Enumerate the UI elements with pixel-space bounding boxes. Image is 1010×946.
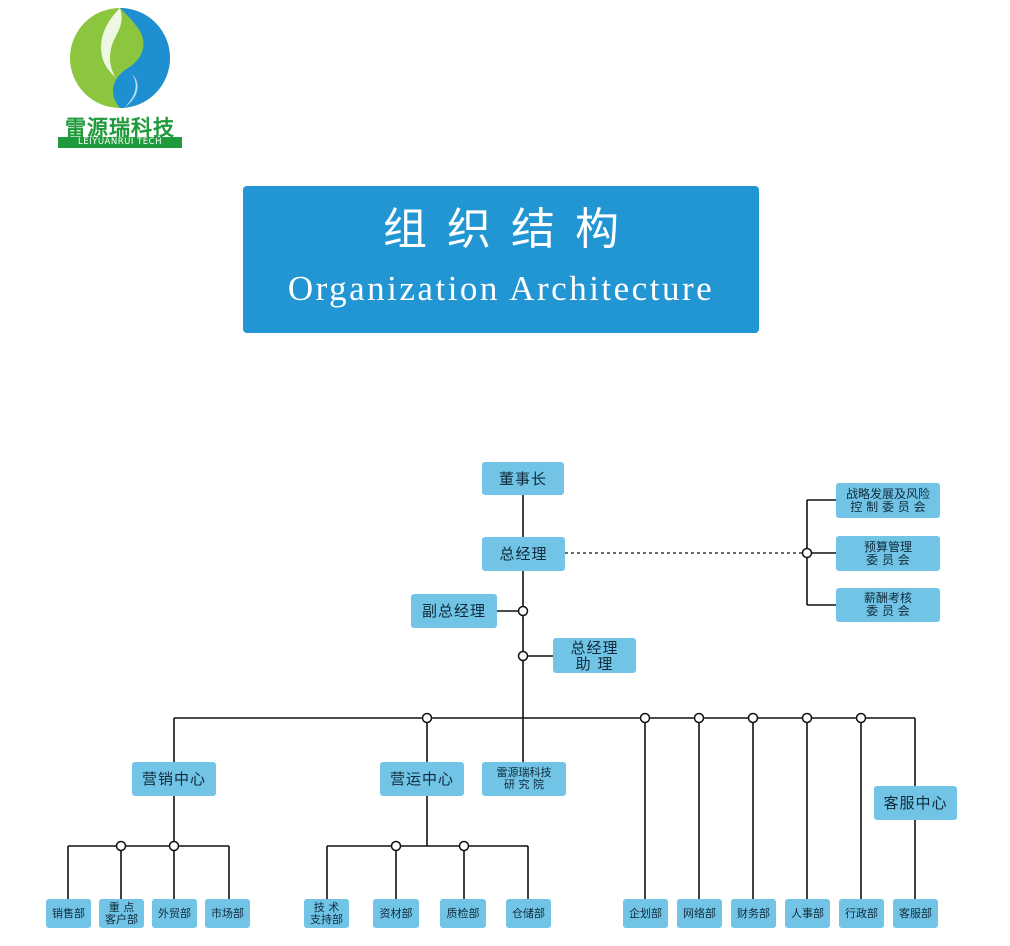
administration-dept-node: 行政部 [839,899,884,928]
customer-service-dept-node: 客服部 [893,899,938,928]
customer-service-center-node: 客服中心 [874,786,957,820]
compensation-committee-node: 薪酬考核 委 员 会 [836,588,940,622]
foreign-trade-dept-node: 外贸部 [152,899,197,928]
quality-inspection-dept-node: 质检部 [440,899,486,928]
market-dept-node: 市场部 [205,899,250,928]
key-accounts-dept-node: 重 点 客户部 [99,899,144,928]
deputy-gm-node: 副总经理 [411,594,497,628]
operations-center-node: 营运中心 [380,762,464,796]
company-logo: 雷源瑞科技 LEIYUANRUI TECH [58,6,182,148]
assistant-gm-node: 总经理 助 理 [553,638,636,673]
sales-dept-node: 销售部 [46,899,91,928]
network-dept-node: 网络部 [677,899,722,928]
chairman-node: 董事长 [482,462,564,495]
leaf-water-logo-icon [70,8,170,108]
general-manager-node: 总经理 [482,537,565,571]
strategy-risk-committee-node: 战略发展及风险 控 制 委 员 会 [836,483,940,518]
tech-support-dept-node: 技 术 支持部 [304,899,349,928]
banner-title-cn: 组织结构 [383,204,639,255]
hr-dept-node: 人事部 [785,899,830,928]
research-institute-node: 雷源瑞科技 研 究 院 [482,762,566,796]
banner-title-en: Organization Architecture [287,269,715,308]
planning-dept-node: 企划部 [623,899,668,928]
budget-committee-node: 预算管理 委 员 会 [836,536,940,571]
marketing-center-node: 营销中心 [132,762,216,796]
company-name-en: LEIYUANRUI TECH [58,137,182,148]
finance-dept-node: 财务部 [731,899,776,928]
materials-dept-node: 资材部 [373,899,419,928]
title-banner: 组织结构 Organization Architecture [243,186,759,333]
company-name-cn: 雷源瑞科技 [65,116,175,140]
warehouse-dept-node: 仓储部 [506,899,551,928]
